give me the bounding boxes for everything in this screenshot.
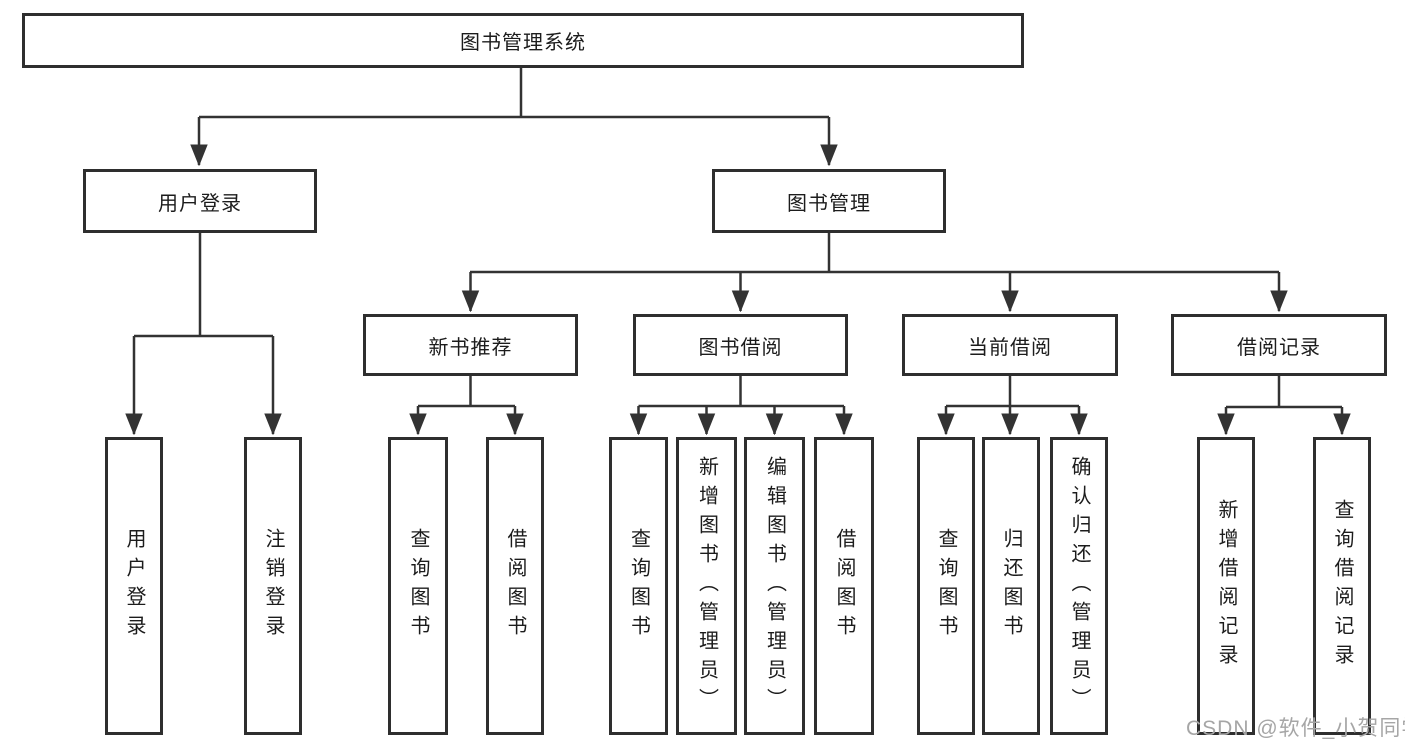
connector-user-login-to-leaves <box>134 232 273 434</box>
leaf-add-borrow-record: 新增借阅记录 <box>1197 437 1255 735</box>
node-label: 借阅图书 <box>833 528 855 644</box>
leaf-query-books-recommend: 查询图书 <box>388 437 448 735</box>
leaf-query-books-current: 查询图书 <box>917 437 975 735</box>
node-label: 图书借阅 <box>698 336 783 359</box>
node-label: 查询借阅记录 <box>1331 499 1353 673</box>
node-book-borrowing: 图书借阅 <box>633 314 848 376</box>
node-label: 用户登录 <box>123 528 145 644</box>
node-label: 新书推荐 <box>428 336 513 359</box>
leaf-borrow-books-borrow: 借阅图书 <box>814 437 874 735</box>
node-label: 借阅图书 <box>504 528 526 644</box>
connector-current-borrowing-to-leaves <box>946 375 1079 434</box>
leaf-add-book-admin: 新增图书（管理员） <box>676 437 737 735</box>
leaf-return-books: 归还图书 <box>982 437 1040 735</box>
node-label: 注销登录 <box>262 528 284 644</box>
node-label: 编辑图书（管理员） <box>763 455 786 717</box>
node-current-borrowing: 当前借阅 <box>902 314 1118 376</box>
leaf-query-borrow-record: 查询借阅记录 <box>1313 437 1371 735</box>
connector-book-management-to-level3 <box>470 232 1279 311</box>
leaf-edit-book-admin: 编辑图书（管理员） <box>744 437 805 735</box>
node-label: 图书管理 <box>787 192 871 215</box>
node-label: 新增借阅记录 <box>1215 499 1237 673</box>
node-label: 用户登录 <box>158 192 242 215</box>
connector-new-book-recommendation-to-leaves <box>418 375 515 434</box>
node-book-management: 图书管理 <box>712 169 946 233</box>
node-label: 查询图书 <box>935 528 957 644</box>
node-user-login: 用户登录 <box>83 169 317 233</box>
leaf-user-login: 用户登录 <box>105 437 163 735</box>
node-new-book-recommendation: 新书推荐 <box>363 314 578 376</box>
node-label: 当前借阅 <box>968 336 1052 359</box>
leaf-logout: 注销登录 <box>244 437 302 735</box>
node-label: 新增图书（管理员） <box>695 455 718 717</box>
node-label: 查询图书 <box>627 528 650 644</box>
node-borrowing-records: 借阅记录 <box>1171 314 1387 376</box>
node-label: 借阅记录 <box>1237 336 1321 359</box>
csdn-watermark: CSDN @软件_小贺同学 <box>1186 717 1405 740</box>
leaf-borrow-books-recommend: 借阅图书 <box>486 437 544 735</box>
leaf-confirm-return-admin: 确认归还（管理员） <box>1050 437 1108 735</box>
node-label: 查询图书 <box>407 528 429 644</box>
leaf-query-books-borrow: 查询图书 <box>609 437 668 735</box>
connector-book-borrowing-to-leaves <box>639 375 845 434</box>
node-label: 确认归还（管理员） <box>1068 455 1090 717</box>
connector-borrowing-records-to-leaves <box>1226 375 1342 434</box>
node-label: 图书管理系统 <box>460 32 586 54</box>
node-library-management-system: 图书管理系统 <box>22 13 1024 68</box>
node-label: 归还图书 <box>1000 528 1022 644</box>
connector-root-to-level2 <box>199 68 829 165</box>
